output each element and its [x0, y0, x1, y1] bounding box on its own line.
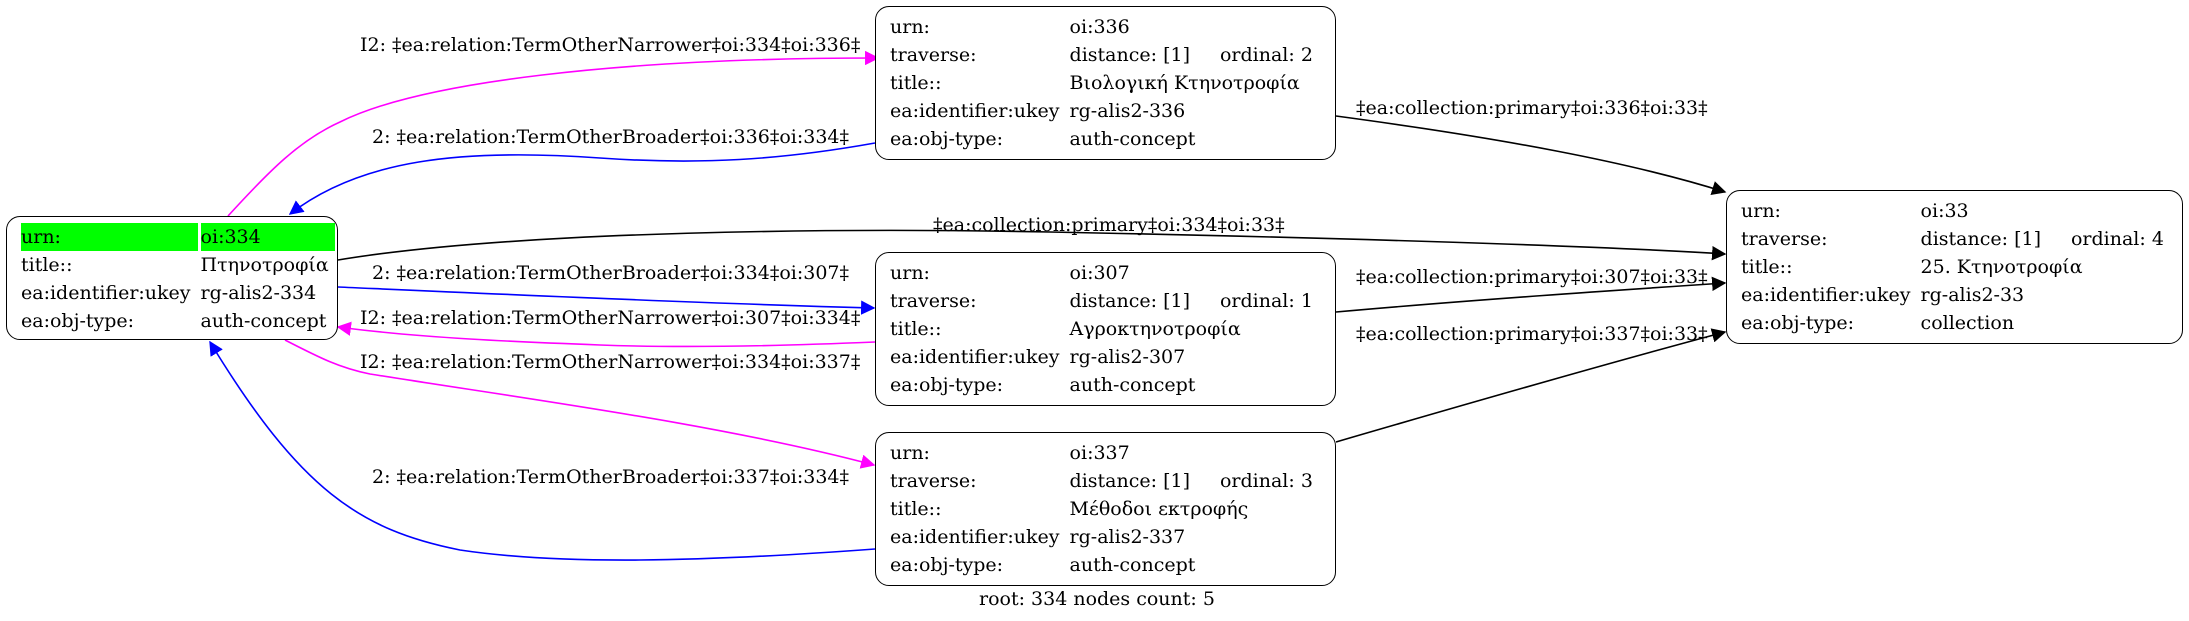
node-336-title-key: title:: [890, 72, 942, 94]
node-334-title-key: title:: [21, 254, 73, 276]
node-336-distance: distance: [1] [1069, 44, 1190, 66]
node-33-ukey-value: rg-alis2-33 [1920, 284, 2025, 306]
node-33-urn-key: urn: [1741, 200, 1781, 222]
node-337-distance: distance: [1] [1069, 470, 1190, 492]
node-334-title-value: Πτηνοτροφία [200, 254, 329, 276]
node-33-ordinal: ordinal: 4 [2070, 228, 2164, 250]
node-307-ukey-key: ea:identifier:ukey [890, 346, 1060, 368]
node-307-type-value: auth-concept [1069, 374, 1196, 396]
node-307-urn-key: urn: [890, 262, 930, 284]
edge-307-33[interactable] [1335, 276, 1727, 313]
node-33[interactable]: urn: oi:33 traverse: distance: [1] ordina… [1726, 190, 2183, 344]
node-307-title-value: Αγροκτηνοτροφία [1069, 318, 1241, 340]
node-336-table: urn: oi:336 traverse: distance: [1] ordin… [890, 13, 1319, 153]
node-33-title-value: 25. Κτηνοτροφία [1920, 256, 2083, 278]
node-33-table: urn: oi:33 traverse: distance: [1] ordina… [1741, 197, 2170, 337]
edge-307-334[interactable] [336, 321, 876, 348]
node-33-traverse-key: traverse: [1741, 228, 1828, 250]
edge-label-337-33: ‡ea:collection:primary‡oi:337‡oi:33‡ [1356, 323, 1708, 345]
node-334-type-value: auth-concept [200, 310, 327, 332]
node-33-title-key: title:: [1741, 256, 1793, 278]
edge-label-307-334: I2: ‡ea:relation:TermOtherNarrower‡oi:30… [360, 307, 860, 329]
node-307-table: urn: oi:307 traverse: distance: [1] ordin… [890, 259, 1319, 399]
node-307[interactable]: urn: oi:307 traverse: distance: [1] ordin… [875, 252, 1336, 406]
edge-label-334-336: I2: ‡ea:relation:TermOtherNarrower‡oi:33… [360, 34, 860, 56]
node-307-title-key: title:: [890, 318, 942, 340]
node-337-urn-key: urn: [890, 442, 930, 464]
node-334-row-urn: urn: oi:334 [21, 223, 335, 251]
edge-337-334[interactable] [209, 340, 876, 561]
node-337-traverse-key: traverse: [890, 470, 977, 492]
node-334-row-ukey: ea:identifier:ukey rg-alis2-334 [21, 279, 335, 307]
edge-label-334-33: ‡ea:collection:primary‡oi:334‡oi:33‡ [933, 214, 1285, 236]
graph-footer: root: 334 nodes count: 5 [979, 588, 1215, 610]
node-336-title-value: Βιολογική Κτηνοτροφία [1069, 72, 1300, 94]
node-337-ukey-value: rg-alis2-337 [1069, 526, 1186, 548]
node-334-urn-key: urn: [21, 223, 201, 251]
node-337-ordinal: ordinal: 3 [1219, 470, 1313, 492]
edge-label-334-337: I2: ‡ea:relation:TermOtherNarrower‡oi:33… [360, 351, 860, 373]
node-336-type-value: auth-concept [1069, 128, 1196, 150]
node-337-type-key: ea:obj-type: [890, 554, 1004, 576]
node-307-type-key: ea:obj-type: [890, 374, 1004, 396]
node-33-type-key: ea:obj-type: [1741, 312, 1855, 334]
edge-label-336-334: 2: ‡ea:relation:TermOtherBroader‡oi:336‡… [372, 126, 849, 148]
node-336-ordinal: ordinal: 2 [1219, 44, 1313, 66]
node-334-ukey-value: rg-alis2-334 [200, 282, 317, 304]
node-336-urn-key: urn: [890, 16, 930, 38]
node-33-distance: distance: [1] [1920, 228, 2041, 250]
node-334-row-title: title:: Πτηνοτροφία [21, 251, 335, 279]
node-336-type-key: ea:obj-type: [890, 128, 1004, 150]
node-337[interactable]: urn: oi:337 traverse: distance: [1] ordin… [875, 432, 1336, 586]
edge-334-33[interactable] [337, 229, 1727, 261]
node-307-ukey-value: rg-alis2-307 [1069, 346, 1186, 368]
node-33-urn-value: oi:33 [1920, 200, 1969, 222]
node-334-table: urn: oi:334 title:: Πτηνοτροφία ea:ident… [21, 223, 335, 335]
node-336-urn-value: oi:336 [1069, 16, 1130, 38]
node-336-ukey-key: ea:identifier:ukey [890, 100, 1060, 122]
node-337-title-key: title:: [890, 498, 942, 520]
node-337-title-value: Μέθοδοι εκτροφής [1069, 498, 1249, 520]
node-337-type-value: auth-concept [1069, 554, 1196, 576]
node-33-type-value: collection [1920, 312, 2015, 334]
edge-334-336[interactable] [227, 50, 880, 217]
node-334[interactable]: urn: oi:334 title:: Πτηνοτροφία ea:ident… [6, 216, 338, 340]
node-334-type-key: ea:obj-type: [21, 310, 135, 332]
node-337-ukey-key: ea:identifier:ukey [890, 526, 1060, 548]
node-307-traverse-key: traverse: [890, 290, 977, 312]
node-336[interactable]: urn: oi:336 traverse: distance: [1] ordin… [875, 6, 1336, 160]
node-336-ukey-value: rg-alis2-336 [1069, 100, 1186, 122]
edge-334-307[interactable] [337, 286, 876, 315]
node-337-urn-value: oi:337 [1069, 442, 1130, 464]
edge-336-33[interactable] [1335, 115, 1727, 195]
node-334-urn-value: oi:334 [200, 223, 335, 251]
node-33-ukey-key: ea:identifier:ukey [1741, 284, 1911, 306]
edge-label-336-33: ‡ea:collection:primary‡oi:336‡oi:33‡ [1356, 97, 1708, 119]
node-307-ordinal: ordinal: 1 [1219, 290, 1313, 312]
edge-336-334[interactable] [288, 142, 876, 215]
node-334-ukey-key: ea:identifier:ukey [21, 282, 191, 304]
edge-label-307-33: ‡ea:collection:primary‡oi:307‡oi:33‡ [1356, 266, 1708, 288]
node-336-traverse-key: traverse: [890, 44, 977, 66]
edge-label-334-307: 2: ‡ea:relation:TermOtherBroader‡oi:334‡… [372, 262, 849, 284]
node-307-urn-value: oi:307 [1069, 262, 1130, 284]
node-334-row-type: ea:obj-type: auth-concept [21, 307, 335, 335]
edge-337-33[interactable] [1335, 328, 1727, 443]
node-307-distance: distance: [1] [1069, 290, 1190, 312]
node-337-table: urn: oi:337 traverse: distance: [1] ordin… [890, 439, 1319, 579]
edge-label-337-334: 2: ‡ea:relation:TermOtherBroader‡oi:337‡… [372, 466, 849, 488]
edge-334-337[interactable] [284, 339, 876, 469]
